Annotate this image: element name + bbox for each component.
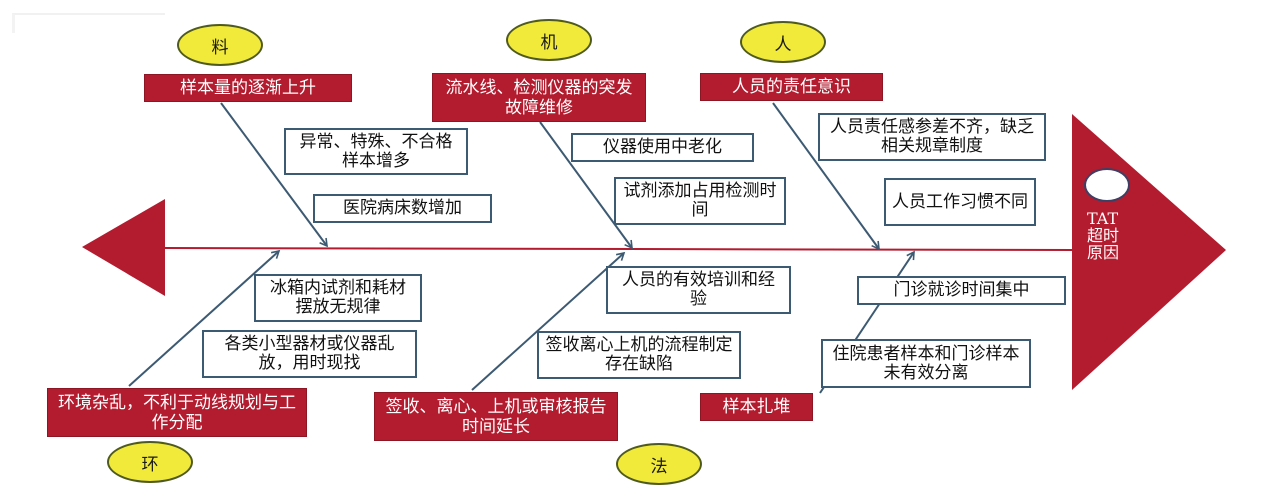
bone-people <box>772 102 880 251</box>
category-people: 人 <box>740 21 826 63</box>
sub-cause-box: 人员工作习惯不同 <box>884 178 1036 226</box>
sub-cause-box: 签收离心上机的流程制定存在缺陷 <box>537 331 741 379</box>
main-cause-sample: 样本扎堆 <box>700 393 813 421</box>
category-method: 法 <box>616 443 702 485</box>
sub-cause-box: 门诊就诊时间集中 <box>857 276 1066 305</box>
sub-cause-box: 仪器使用中老化 <box>571 133 754 162</box>
head-circle-icon <box>1084 168 1130 202</box>
head-line: TAT <box>1087 209 1119 228</box>
sub-cause-box: 冰箱内试剂和耗材摆放无规律 <box>254 274 422 322</box>
category-material: 料 <box>177 24 263 66</box>
head-line: 超时 <box>1087 226 1120 245</box>
category-machine: 机 <box>506 19 592 61</box>
sub-cause-box: 异常、特殊、不合格样本增多 <box>284 128 468 175</box>
spine-line <box>164 247 1073 251</box>
sub-cause-box: 住院患者样本和门诊样本未有效分离 <box>821 339 1031 388</box>
category-environment: 环 <box>107 441 193 483</box>
sub-cause-box: 试剂添加占用检测时间 <box>614 177 786 225</box>
bone-method <box>471 251 626 391</box>
head-line: 原因 <box>1087 243 1120 262</box>
faint-artifact <box>12 13 165 33</box>
main-cause-material: 样本量的逐渐上升 <box>144 74 352 102</box>
main-cause-environment: 环境杂乱，不利于动线规划与工作分配 <box>47 388 307 437</box>
sub-cause-box: 各类小型器材或仪器乱放，用时现找 <box>202 330 417 378</box>
tail-triangle <box>82 199 165 296</box>
bone-material <box>220 102 328 248</box>
sub-cause-box: 人员责任感参差不齐，缺乏相关规章制度 <box>818 113 1046 161</box>
head-label: TAT 超时 原因 <box>1087 210 1119 261</box>
main-cause-method: 签收、离心、上机或审核报告时间延长 <box>374 392 618 441</box>
sub-cause-box: 医院病床数增加 <box>313 194 492 223</box>
main-cause-machine: 流水线、检测仪器的突发故障维修 <box>432 73 646 122</box>
sub-cause-box: 人员的有效培训和经验 <box>606 266 791 314</box>
bone-environment <box>128 249 281 387</box>
bone-machine <box>539 121 633 250</box>
main-cause-people: 人员的责任意识 <box>700 73 883 101</box>
